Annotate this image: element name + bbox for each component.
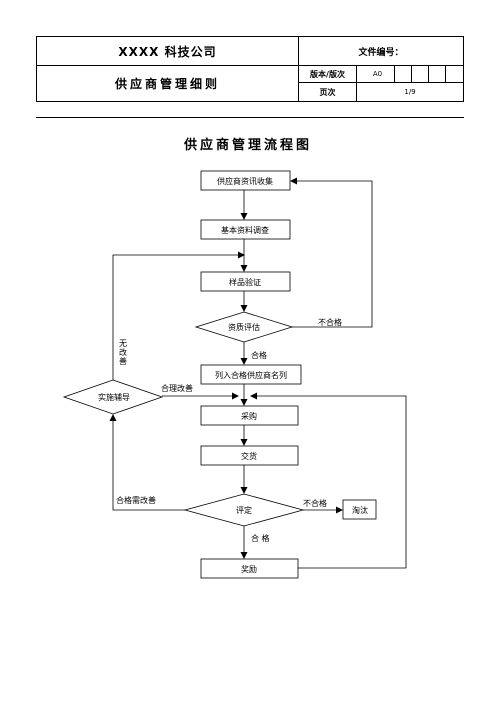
label-fail-1: 不合格 bbox=[318, 317, 342, 327]
node-collect: 供应商资讯收集 bbox=[217, 176, 273, 186]
label-pass-2: 合 格 bbox=[251, 533, 270, 543]
label-pass-need-improve: 合格需改善 bbox=[116, 495, 156, 505]
version-box bbox=[429, 66, 446, 83]
node-purchase: 采购 bbox=[241, 411, 257, 421]
arrow-assess-fail-loop bbox=[290, 177, 373, 328]
node-assess: 资质评估 bbox=[228, 322, 260, 332]
document-number-label: 文件编号： bbox=[299, 37, 463, 66]
node-reward: 奖励 bbox=[241, 564, 257, 574]
label-reasonable-improve: 合理改善 bbox=[161, 383, 193, 393]
node-evaluate: 评定 bbox=[236, 505, 252, 515]
node-sample-box bbox=[200, 271, 291, 292]
arrow-reward-return bbox=[250, 392, 407, 569]
node-survey-box bbox=[200, 219, 291, 240]
arrow-coach-no-improve bbox=[112, 251, 245, 380]
label-fail-2: 不合格 bbox=[303, 498, 327, 508]
node-deliver-box bbox=[200, 445, 299, 466]
node-survey: 基本资料调查 bbox=[221, 225, 269, 235]
header-divider bbox=[36, 117, 464, 118]
node-purchase-box bbox=[200, 405, 299, 426]
version-value: A0 bbox=[357, 66, 395, 83]
node-eliminate-box bbox=[342, 499, 377, 520]
version-box bbox=[412, 66, 429, 83]
page-label: 页次 bbox=[299, 83, 357, 101]
node-sample: 样品验证 bbox=[229, 277, 261, 287]
arrow-evaluate-coach bbox=[109, 414, 185, 511]
flowchart-title: 供应商管理流程图 bbox=[183, 138, 312, 153]
label-no-improve: 无改善 bbox=[119, 339, 127, 366]
node-coach: 实施辅导 bbox=[98, 392, 130, 402]
label-pass-1: 合格 bbox=[251, 350, 267, 360]
version-label: 版本/版次 bbox=[299, 66, 357, 83]
node-list-box bbox=[200, 364, 302, 385]
company-name: XXXX 科技公司 bbox=[37, 37, 299, 66]
document-header-table: XXXX 科技公司 供应商管理细则 文件编号： 版本/版次 A0 页次 1/9 bbox=[36, 36, 464, 102]
node-deliver: 交货 bbox=[241, 451, 257, 461]
page-value: 1/9 bbox=[404, 88, 416, 96]
node-list: 列入合格供应商名列 bbox=[215, 370, 287, 380]
version-box bbox=[395, 66, 412, 83]
node-eliminate: 淘汰 bbox=[352, 505, 368, 515]
document-title: 供应商管理细则 bbox=[37, 66, 299, 101]
version-box bbox=[446, 66, 463, 83]
node-reward-box bbox=[200, 558, 299, 579]
